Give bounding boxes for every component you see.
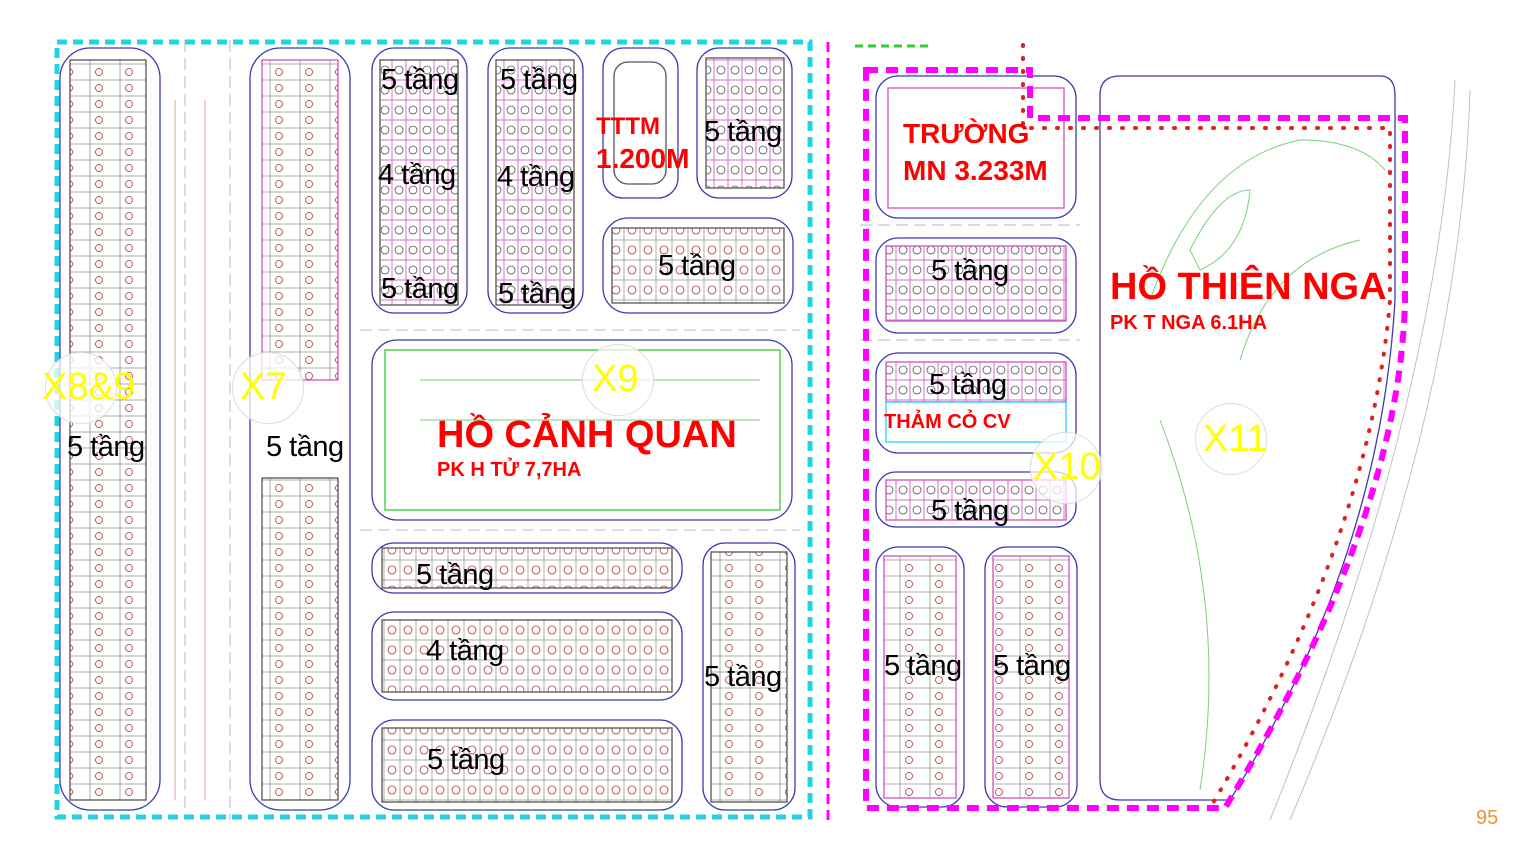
commercial-label: TTTM — [596, 113, 660, 140]
lake-thien-nga-title: HỒ THIÊN NGA — [1110, 266, 1387, 308]
zone-marker — [582, 344, 654, 416]
zone-label-x7: X7 — [240, 366, 287, 408]
floor-label: 5 tầng — [416, 559, 494, 591]
zone-marker — [1195, 403, 1267, 475]
floor-label: 5 tầng — [931, 255, 1009, 287]
floor-label: 5 tầng — [704, 661, 782, 693]
floor-label: 5 tầng — [658, 250, 736, 282]
floor-label: 5 tầng — [929, 369, 1007, 401]
floor-label: 5 tầng — [381, 273, 459, 305]
zone-label-x10: X10 — [1033, 446, 1101, 488]
zone-label-x11: X11 — [1203, 418, 1268, 460]
magenta-boundary — [863, 67, 1408, 811]
zone-marker — [232, 352, 304, 424]
residential-blocks — [59, 47, 1396, 811]
lake-canh-quan-title: HỒ CẢNH QUAN — [437, 414, 737, 456]
school-area: MN 3.233M — [903, 155, 1048, 186]
zone-marker — [45, 352, 117, 424]
lake-thien-nga-subtitle: PK T NGA 6.1HA — [1110, 312, 1268, 334]
floor-label: 4 tầng — [378, 159, 456, 191]
floor-label: 5 tầng — [266, 431, 344, 463]
floor-label: 5 tầng — [704, 116, 782, 148]
floor-label: 5 tầng — [884, 650, 962, 682]
floor-label: 5 tầng — [427, 744, 505, 776]
floor-label: 5 tầng — [993, 650, 1071, 682]
floor-label: 4 tầng — [497, 161, 575, 193]
grass-label: THẢM CỎ CV — [884, 411, 1011, 433]
commercial-area: 1.200M — [596, 143, 690, 174]
zone-marker — [1030, 432, 1102, 504]
floor-label: 5 tầng — [498, 278, 576, 310]
page-number: 95 — [1476, 807, 1499, 829]
floor-label: 5 tầng — [500, 64, 578, 96]
red-dotted-boundary — [1021, 43, 1392, 810]
floor-label: 5 tầng — [67, 431, 145, 463]
road-lines — [184, 40, 1080, 820]
zone-label-x8-9: X8&9 — [42, 366, 135, 408]
school-label: TRƯỜNG — [903, 118, 1030, 149]
cyan-boundary — [54, 39, 813, 820]
floor-label: 5 tầng — [381, 64, 459, 96]
lake-canh-quan-subtitle: PK H TỬ 7,7HA — [437, 459, 582, 481]
floor-label: 4 tầng — [426, 635, 504, 667]
zone-label-x9: X9 — [592, 358, 639, 400]
floor-label: 5 tầng — [931, 495, 1009, 527]
